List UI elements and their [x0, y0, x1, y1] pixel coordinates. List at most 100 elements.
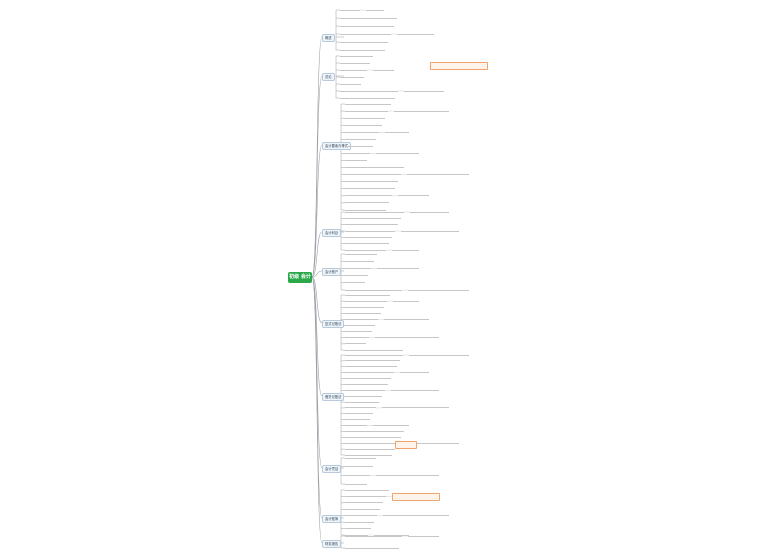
subtopic-item[interactable] — [345, 248, 386, 252]
subtopic-item[interactable] — [345, 388, 385, 392]
branch-topic-5[interactable]: 会计账户 — [322, 268, 342, 276]
subtopic-item[interactable] — [345, 533, 368, 537]
deep-subtopic-item[interactable] — [404, 441, 459, 445]
subtopic-item[interactable] — [345, 210, 404, 214]
subtopic-item[interactable] — [345, 259, 374, 263]
subtopic-item[interactable] — [345, 317, 378, 321]
root-topic[interactable]: 初级 会计学 — [288, 272, 312, 291]
subtopic-item[interactable] — [340, 82, 361, 86]
deep-subtopic-item[interactable] — [374, 533, 409, 537]
subtopic-item[interactable] — [345, 159, 367, 163]
deep-subtopic-item[interactable] — [385, 130, 409, 134]
subtopic-item[interactable] — [345, 216, 401, 220]
subtopic-item[interactable] — [345, 482, 367, 486]
deep-subtopic-item[interactable] — [366, 8, 384, 12]
deep-subtopic-item[interactable] — [377, 266, 419, 270]
subtopic-item[interactable] — [345, 359, 400, 363]
deep-subtopic-item[interactable] — [394, 109, 449, 113]
deep-subtopic-item[interactable] — [401, 229, 459, 233]
subtopic-item[interactable] — [345, 400, 379, 404]
subtopic-item[interactable] — [340, 96, 395, 100]
subtopic-item[interactable] — [345, 418, 370, 422]
subtopic-item[interactable] — [345, 311, 381, 315]
subtopic-item[interactable] — [345, 299, 387, 303]
subtopic-item[interactable] — [340, 75, 364, 79]
subtopic-item[interactable] — [345, 102, 391, 106]
subtopic-item[interactable] — [345, 342, 366, 346]
subtopic-item[interactable] — [345, 406, 376, 410]
subtopic-item[interactable] — [345, 394, 382, 398]
subtopic-item[interactable] — [345, 494, 386, 498]
branch-topic-10[interactable]: 财务报告 — [322, 540, 342, 548]
subtopic-item[interactable] — [345, 382, 388, 386]
subtopic-item[interactable] — [340, 32, 391, 36]
subtopic-item[interactable] — [345, 229, 395, 233]
subtopic-item[interactable] — [345, 235, 392, 239]
deep-subtopic-item[interactable] — [408, 288, 469, 292]
branch-topic-1[interactable]: 概述 — [322, 34, 335, 42]
deep-subtopic-item[interactable] — [410, 210, 449, 214]
subtopic-item[interactable] — [345, 266, 371, 270]
branch-topic-9[interactable]: 会计账簿 — [322, 515, 342, 523]
deep-subtopic-item[interactable] — [393, 299, 419, 303]
subtopic-item[interactable] — [345, 166, 404, 170]
subtopic-item[interactable] — [345, 465, 373, 469]
deep-subtopic-item[interactable] — [384, 317, 429, 321]
subtopic-item[interactable] — [345, 348, 403, 352]
subtopic-item[interactable] — [345, 473, 370, 477]
subtopic-item[interactable] — [345, 324, 375, 328]
subtopic-item[interactable] — [340, 40, 388, 44]
subtopic-item[interactable] — [345, 507, 380, 511]
subtopic-item[interactable] — [345, 488, 389, 492]
subtopic-item[interactable] — [345, 242, 389, 246]
subtopic-item[interactable] — [340, 24, 394, 28]
deep-subtopic-item[interactable] — [391, 388, 439, 392]
subtopic-item[interactable] — [345, 109, 388, 113]
deep-subtopic-item[interactable] — [397, 32, 434, 36]
subtopic-item[interactable] — [340, 8, 360, 12]
deep-subtopic-item[interactable] — [383, 514, 449, 518]
subtopic-item[interactable] — [345, 305, 384, 309]
subtopic-item[interactable] — [340, 89, 398, 93]
deep-subtopic-item[interactable] — [373, 68, 394, 72]
subtopic-item[interactable] — [345, 435, 401, 439]
deep-subtopic-item[interactable] — [375, 336, 439, 340]
subtopic-item[interactable] — [345, 116, 385, 120]
subtopic-item[interactable] — [345, 447, 395, 451]
subtopic-item[interactable] — [345, 353, 403, 357]
subtopic-item[interactable] — [345, 365, 397, 369]
subtopic-item[interactable] — [345, 330, 372, 334]
deep-subtopic-item[interactable] — [404, 89, 444, 93]
subtopic-item[interactable] — [345, 546, 399, 550]
subtopic-item[interactable] — [345, 130, 379, 134]
subtopic-item[interactable] — [345, 456, 376, 460]
deep-subtopic-item[interactable] — [373, 424, 409, 428]
deep-subtopic-item[interactable] — [392, 248, 419, 252]
subtopic-item[interactable] — [345, 180, 398, 184]
subtopic-item[interactable] — [345, 123, 382, 127]
branch-topic-6[interactable]: 复式记账法 — [322, 320, 345, 328]
subtopic-item[interactable] — [345, 208, 386, 212]
branch-topic-4[interactable]: 会计科目 — [322, 229, 342, 237]
deep-subtopic-item[interactable] — [376, 473, 439, 477]
deep-subtopic-item[interactable] — [409, 353, 469, 357]
subtopic-item[interactable] — [340, 16, 397, 20]
subtopic-item[interactable] — [345, 453, 392, 457]
branch-topic-7[interactable]: 借贷记账法 — [322, 393, 345, 401]
subtopic-item[interactable] — [345, 252, 377, 256]
subtopic-item[interactable] — [345, 137, 376, 141]
subtopic-item[interactable] — [345, 223, 398, 227]
subtopic-item[interactable] — [345, 412, 373, 416]
deep-subtopic-item[interactable] — [407, 173, 469, 177]
subtopic-item[interactable] — [345, 336, 369, 340]
subtopic-item[interactable] — [345, 151, 370, 155]
subtopic-item[interactable] — [345, 520, 374, 524]
subtopic-item[interactable] — [345, 429, 404, 433]
deep-subtopic-item[interactable] — [408, 534, 439, 538]
subtopic-item[interactable] — [345, 288, 402, 292]
subtopic-item[interactable] — [345, 527, 371, 531]
subtopic-item[interactable] — [345, 424, 367, 428]
subtopic-item[interactable] — [345, 441, 398, 445]
subtopic-item[interactable] — [345, 534, 402, 538]
subtopic-item[interactable] — [345, 514, 377, 518]
